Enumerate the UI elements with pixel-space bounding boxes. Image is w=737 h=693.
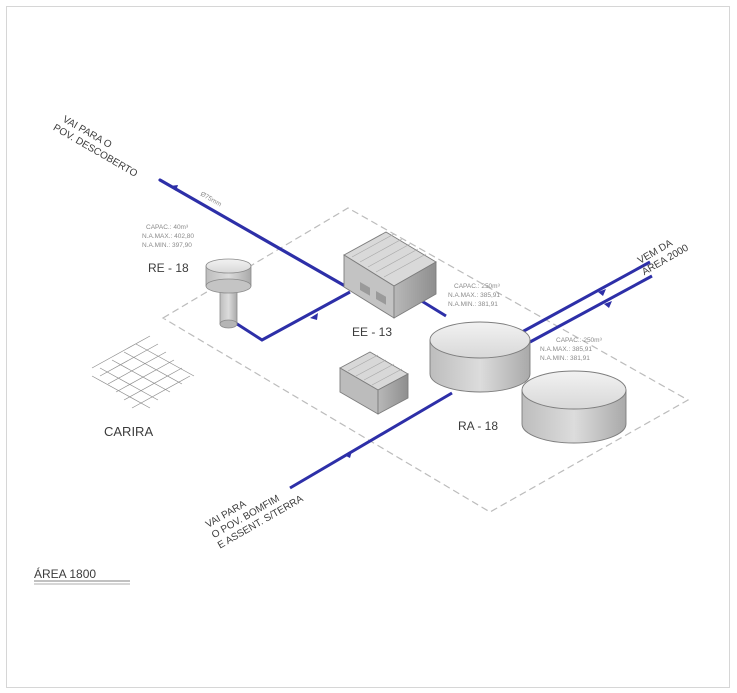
pipe-label-bomfim: VAI PARA O POV. BOMFIM E ASSENT. S/TERRA: [204, 493, 306, 551]
pipe-to-bomfim: [289, 391, 453, 490]
spec-line: CAPAC.: 250m³: [454, 283, 501, 290]
re18-label: RE - 18: [148, 261, 189, 275]
flow-arrow-icon: [598, 289, 606, 296]
ra18-specs-a: CAPAC.: 250m³ N.A.MAX.: 385,91 N.A.MIN.:…: [448, 283, 501, 308]
spec-line: CAPAC.: 40m³: [146, 224, 189, 231]
flow-arrow-icon: [344, 451, 352, 458]
flow-arrow-icon: [604, 301, 612, 308]
spec-line: N.A.MAX.: 385,91: [448, 292, 500, 299]
spec-line: CAPAC.: 250m³: [556, 337, 603, 344]
ra18-specs-b: CAPAC.: 250m³ N.A.MAX.: 385,91 N.A.MIN.:…: [540, 337, 603, 362]
site-boundary: [161, 207, 690, 513]
small-building: [339, 351, 409, 415]
pipe-from-area-2000: [521, 260, 653, 344]
spec-line: N.A.MAX.: 402,80: [142, 233, 194, 240]
ra18-reservoir-b: [521, 370, 627, 444]
ee13-label: EE - 13: [352, 325, 392, 339]
spec-line: N.A.MIN.: 397,90: [142, 242, 192, 249]
area-title: ÁREA 1800: [34, 566, 130, 585]
ra18-label: RA - 18: [458, 419, 498, 433]
flow-arrow-icon: [310, 313, 318, 320]
flow-arrow-icon: [170, 185, 178, 191]
spec-line: N.A.MAX.: 385,91: [540, 346, 592, 353]
town-grid-icon: [91, 335, 195, 409]
area-label: ÁREA 1800: [34, 566, 96, 581]
spec-line: N.A.MIN.: 381,91: [540, 355, 590, 362]
ee13-pump-station: [343, 231, 437, 319]
re18-specs: CAPAC.: 40m³ N.A.MAX.: 402,80 N.A.MIN.: …: [142, 224, 194, 249]
drawing-frame: [6, 6, 730, 688]
spec-line: N.A.MIN.: 381,91: [448, 301, 498, 308]
pipe-label-descoberto: VAI PARA O POV. DESCOBERTO: [51, 114, 139, 180]
place-label-carira: CARIRA: [104, 424, 153, 439]
pipe-re18-connection: [233, 290, 351, 342]
pipe-label-area-2000: VEM DA ÁREA 2000: [636, 238, 691, 278]
ra18-reservoir-a: [429, 321, 531, 393]
pipe-ee13-to-ra18: [419, 298, 447, 318]
re18-elevated-tank: [205, 258, 252, 329]
pipe-to-descoberto: [158, 178, 370, 302]
